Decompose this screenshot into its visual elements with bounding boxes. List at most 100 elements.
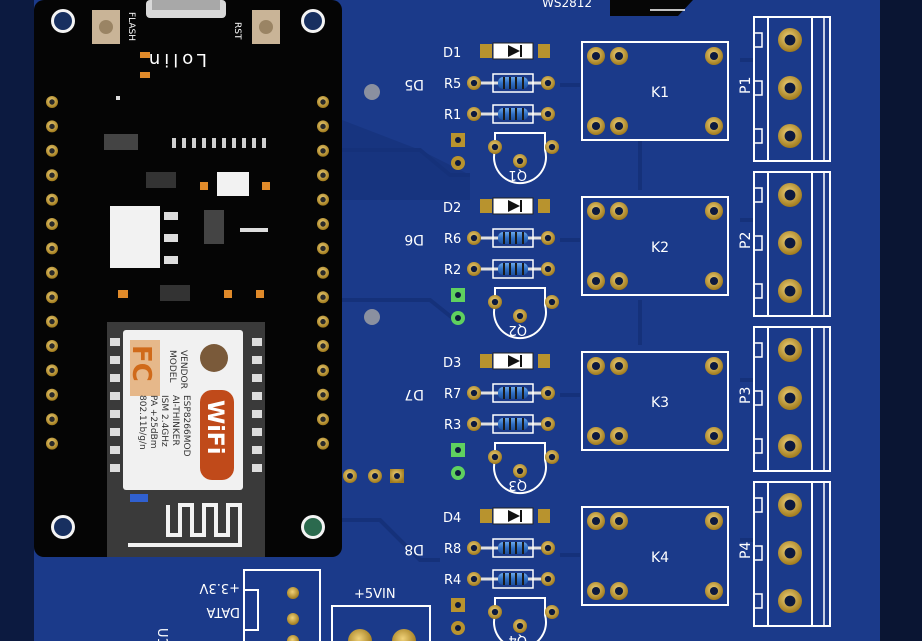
resistor-band (515, 232, 517, 244)
pad-hole (320, 221, 326, 227)
fc-logo-text: FC (126, 345, 156, 382)
resistor-band (509, 232, 511, 244)
relay-outline (581, 506, 729, 606)
pad-hole (49, 367, 55, 374)
resistor-body (498, 418, 528, 430)
flash-button-cap (99, 20, 113, 34)
pad-hole (49, 270, 55, 276)
resistor-outline (492, 538, 534, 558)
pad-hole (709, 276, 719, 286)
resistor-outline (492, 569, 534, 589)
pad-hole (709, 121, 719, 131)
pad-hole (49, 294, 55, 300)
terminal-notch (753, 497, 763, 513)
pad-hole (784, 285, 796, 297)
mounting-hole (364, 309, 380, 325)
diode-pad (480, 199, 492, 213)
antenna-chip (130, 494, 148, 502)
relay-label: K2 (651, 240, 669, 256)
smd-parts (104, 52, 270, 301)
pad-hole (544, 420, 552, 428)
resistor-outline (492, 228, 534, 248)
pad-hole (320, 318, 326, 325)
diode-pad (538, 509, 550, 523)
relay-label: K3 (651, 395, 669, 411)
ws2812-label: WS2812 (542, 0, 592, 10)
pad-hole (49, 196, 55, 203)
resistor-body (498, 387, 528, 399)
diode-pad (538, 354, 550, 368)
resistor-body (498, 108, 528, 120)
relay-outline (581, 196, 729, 296)
terminal-notch (753, 187, 763, 203)
pad-hole (548, 453, 556, 461)
pad-hole (614, 516, 624, 526)
pad-hole (49, 343, 55, 349)
terminal-notch (753, 80, 763, 96)
esp12-pad (110, 392, 120, 400)
pad-hole (320, 196, 326, 203)
rst-label: RST (232, 22, 242, 40)
pad-hole (548, 143, 556, 151)
terminal-notch (753, 438, 763, 454)
transistor-label: Q4 (508, 632, 527, 641)
pad-hole (614, 431, 624, 441)
resistor-label: R3 (444, 418, 461, 433)
pad-hole (320, 245, 326, 252)
via-hole (455, 137, 461, 143)
pad-hole (784, 547, 796, 559)
module-hole (304, 518, 322, 536)
u1-connector: +3.3V DATA U1 (154, 569, 321, 641)
resistor-band (503, 77, 505, 89)
led-label: D7 (404, 386, 424, 402)
led-label: D6 (404, 231, 424, 247)
pad-hole (49, 99, 55, 105)
pad-hole (491, 453, 499, 461)
pad-hole (320, 294, 326, 300)
esp12-pad (252, 446, 262, 454)
esp12-pad (252, 464, 262, 472)
resistor-label: R6 (444, 232, 461, 247)
pad-hole (320, 270, 326, 276)
pad-hole (320, 367, 326, 374)
pad-hole (491, 143, 499, 151)
terminal-notch (753, 593, 763, 609)
wifi-logo-text: WiFi (202, 400, 227, 454)
resistor-outline (492, 414, 534, 434)
terminal-label: P1 (738, 77, 754, 94)
pad-hole (49, 318, 55, 325)
resistor-label: R1 (444, 108, 461, 123)
diode-pad (480, 44, 492, 58)
chip-vendor: AI-THINKER (170, 395, 180, 446)
pad-hole (470, 265, 478, 273)
diode-label: D2 (443, 201, 461, 216)
resistor-band (503, 573, 505, 585)
pad-hole (591, 516, 601, 526)
board-edge-right (880, 0, 922, 641)
pad-hole (470, 420, 478, 428)
u1-v33-label: +3.3V (199, 580, 240, 595)
transistor-outline (493, 442, 547, 495)
flash-label: FLASH (126, 12, 136, 41)
resistor-band (509, 542, 511, 554)
pad-hole (591, 276, 601, 286)
transistor-label: Q1 (508, 167, 527, 182)
esp12-pad (252, 338, 262, 346)
pad-hole (591, 51, 601, 61)
diode-pad (480, 354, 492, 368)
pad-hole (614, 51, 624, 61)
pad-hole (784, 237, 796, 249)
pad-hole (49, 221, 55, 227)
pad-hole (784, 344, 796, 356)
resistor-band (515, 542, 517, 554)
pad-hole (470, 110, 478, 118)
resistor-label: R7 (444, 387, 461, 402)
pad-hole (49, 245, 55, 252)
terminal-notch (753, 128, 763, 144)
pad-hole (544, 79, 552, 87)
resistor-outline (492, 73, 534, 93)
pad-hole (320, 99, 326, 105)
diode-label: D3 (443, 356, 461, 371)
chip-vendor-label: VENDOR (178, 350, 188, 389)
